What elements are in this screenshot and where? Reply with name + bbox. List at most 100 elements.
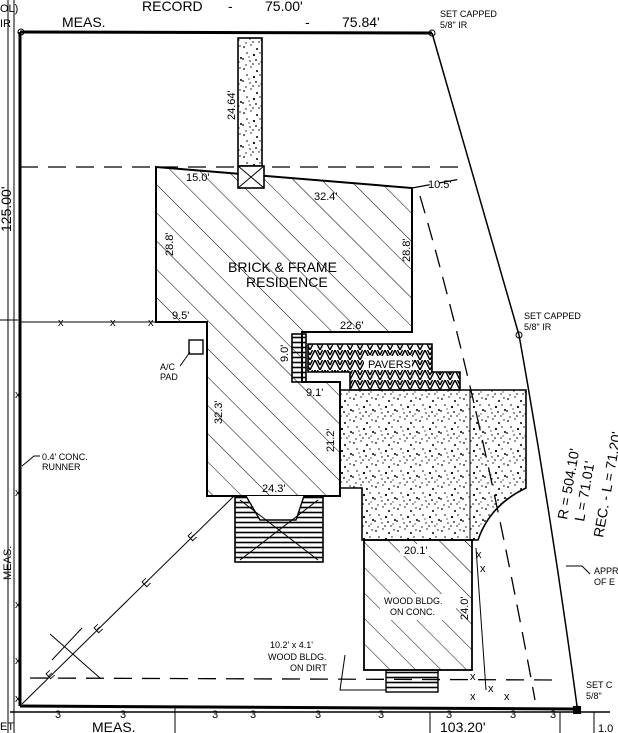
ac-pad-box xyxy=(188,339,204,355)
wood-bldg-dirt-label: ON DIRT xyxy=(290,663,327,673)
wood-bldg-dirt-size: 10.2' x 4.1' xyxy=(270,640,313,650)
utility-marker: 3 xyxy=(378,709,384,721)
corner-note-mid-right: SET CAPPED xyxy=(524,311,581,321)
approx-note: OF E xyxy=(594,577,615,587)
electric-marker: E xyxy=(140,576,154,590)
utility-marker: 3 xyxy=(250,709,256,721)
runner-label: 0.4' CONC. xyxy=(42,452,88,462)
fence-x-mark: x xyxy=(504,691,510,703)
partial-label: 1.0 xyxy=(598,723,613,733)
corner-note-top-right: SET CAPPED xyxy=(440,9,497,19)
fence-x-mark: x xyxy=(15,655,21,667)
fence-x-mark: x xyxy=(15,487,21,499)
fence-x-mark: x xyxy=(480,563,486,575)
iron-pin-marker xyxy=(428,29,436,37)
approx-note: APPR xyxy=(594,566,618,576)
corner-note-bottom-right: SET C xyxy=(586,680,613,690)
pavers-label-bg xyxy=(364,356,412,370)
corner-note-top-right: 5/8" IR xyxy=(440,20,468,30)
wood-building-on-dirt xyxy=(385,669,439,693)
wood-bldg-label-bg xyxy=(380,594,456,620)
utility-line-markers: 3 3 3 3 3 3 3 3 3 xyxy=(55,709,556,721)
dim-top: 32.4' xyxy=(314,191,338,203)
front-setback-line xyxy=(29,677,561,681)
fence-x-mark: x xyxy=(476,549,482,561)
iron-pin-marker xyxy=(17,28,25,36)
fence-x-mark: x xyxy=(488,683,494,695)
east-curve xyxy=(518,334,578,707)
measured-distance-top: 75.84' xyxy=(342,14,380,30)
ac-pad-label: A/C xyxy=(160,362,176,372)
dim-label-bg xyxy=(400,544,432,556)
side-setback-top xyxy=(411,177,467,189)
leader-line xyxy=(566,565,591,575)
stoop-diagonal xyxy=(239,499,319,561)
runner-label: RUNNER xyxy=(42,462,81,472)
east-line-upper xyxy=(431,32,520,336)
fence-x-mark: x xyxy=(15,693,21,705)
stoop-cross xyxy=(237,165,265,189)
fence-line: x x x x x x x x x x x x x x xyxy=(15,317,510,705)
record-distance: 75.00' xyxy=(265,0,303,14)
fence-x-mark: x xyxy=(15,599,21,611)
south-line xyxy=(19,704,578,711)
fence-x-mark: x xyxy=(110,317,116,329)
pavers-label: PAVERS xyxy=(368,359,411,371)
fence-x-mark: x xyxy=(148,317,154,329)
fence-x-mark: x xyxy=(15,389,21,401)
side-steps xyxy=(291,333,307,383)
utility-marker: 3 xyxy=(212,709,218,721)
left-dimension: 125.00' xyxy=(0,187,14,233)
front-stoop-landing xyxy=(245,495,305,521)
wood-bldg-width: 20.1' xyxy=(404,545,428,557)
walk-dimension: 24.64' xyxy=(226,90,238,120)
ac-pad-label: PAD xyxy=(160,372,178,382)
bottom-distance: 103.20' xyxy=(440,719,486,733)
meas-dash-top: - xyxy=(305,14,310,30)
fence-segment xyxy=(475,547,487,691)
fence-x-mark: x xyxy=(470,671,476,683)
utility-marker: 3 xyxy=(120,709,126,721)
partial-label: IR xyxy=(0,18,11,30)
dim-right-lower: 21.2' xyxy=(325,428,337,452)
guy-wire xyxy=(49,633,101,679)
wood-bldg-depth: 24.0' xyxy=(459,596,471,620)
dim-ell: 9.5' xyxy=(172,310,189,322)
dim-bottom: 24.3' xyxy=(262,483,286,495)
corner-note-bottom-right: 5/8" xyxy=(586,691,602,701)
partial-label: ET xyxy=(0,721,14,733)
setback-dimension: 10.5' xyxy=(428,179,452,191)
north-line xyxy=(19,30,433,35)
record-dash: - xyxy=(228,0,233,14)
utility-marker: 3 xyxy=(55,709,61,721)
dim-inner: 22.6' xyxy=(340,320,364,332)
partial-label: OL) xyxy=(0,3,18,15)
fence-x-mark: x xyxy=(58,317,64,329)
utility-marker: 3 xyxy=(315,709,321,721)
fence-x-mark: x xyxy=(470,691,476,703)
guy-wire xyxy=(51,627,83,661)
utility-marker: 3 xyxy=(446,709,452,721)
residence-name: BRICK & FRAME xyxy=(228,259,337,275)
bottom-meas-label: MEAS. xyxy=(92,719,136,733)
iron-pin-marker xyxy=(515,331,523,339)
utility-marker: 3 xyxy=(550,709,556,721)
dim-step: 9.1' xyxy=(306,387,323,399)
rear-walkway xyxy=(237,37,263,167)
dim-left-lower: 32.3' xyxy=(213,400,225,424)
dim-top-left: 15.0' xyxy=(186,172,210,184)
concrete-driveway xyxy=(339,389,527,541)
wood-bldg-conc-label: ON CONC. xyxy=(390,607,435,617)
electric-line: E E E E xyxy=(21,495,235,705)
utility-marker: 3 xyxy=(510,709,516,721)
electric-line-segment xyxy=(21,495,235,705)
leader-line xyxy=(179,351,191,367)
leader-line xyxy=(21,455,40,467)
wood-bldg-conc-label: WOOD BLDG. xyxy=(384,596,443,606)
dim-left-upper: 28.8' xyxy=(164,232,176,256)
corner-note-mid-right: 5/8" IR xyxy=(524,322,552,332)
curve-record-length: REC. - L = 71.20' xyxy=(590,431,618,539)
leader-line xyxy=(339,654,386,691)
wood-bldg-dirt-label: WOOD BLDG. xyxy=(268,652,327,662)
